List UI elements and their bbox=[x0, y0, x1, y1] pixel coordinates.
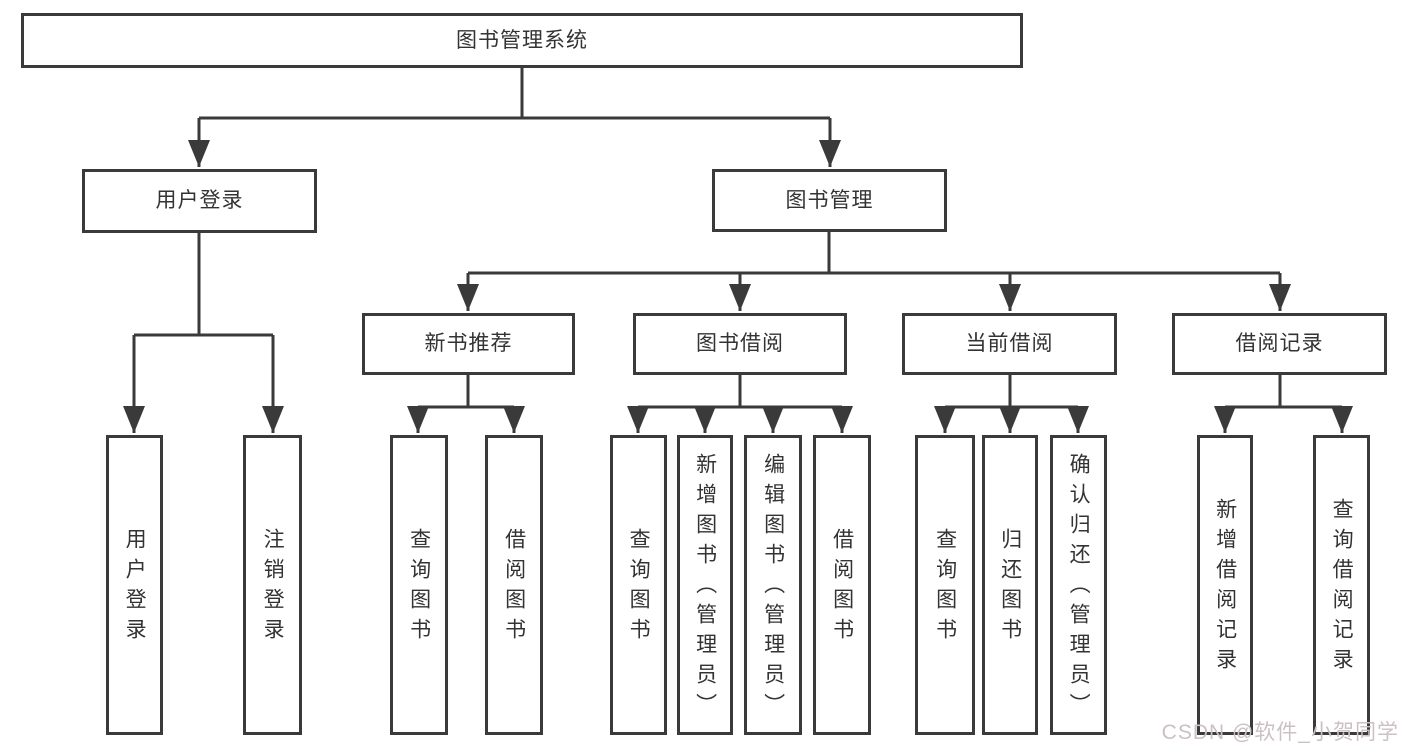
node-query-borrow-record: 查询借阅记录 bbox=[1313, 435, 1370, 735]
node-query-book-recommend: 查询图书 bbox=[390, 435, 448, 735]
node-borrow-book-recommend: 借阅图书 bbox=[485, 435, 543, 735]
csdn-watermark: CSDN @软件_小贺同学 bbox=[1161, 721, 1399, 744]
node-query-book-current: 查询图书 bbox=[915, 435, 975, 735]
node-current-borrow: 当前借阅 bbox=[902, 313, 1117, 375]
node-system-root: 图书管理系统 bbox=[21, 13, 1023, 68]
node-borrow-records: 借阅记录 bbox=[1172, 313, 1387, 375]
node-logout-leaf: 注销登录 bbox=[243, 435, 302, 735]
node-return-book: 归还图书 bbox=[982, 435, 1038, 735]
node-user-login: 用户登录 bbox=[82, 169, 317, 233]
node-add-book-admin: 新增图书（管理员） bbox=[677, 435, 733, 735]
node-book-management: 图书管理 bbox=[712, 169, 947, 232]
node-user-login-leaf: 用户登录 bbox=[106, 435, 163, 735]
node-book-borrow: 图书借阅 bbox=[633, 313, 847, 375]
node-edit-book-admin: 编辑图书（管理员） bbox=[744, 435, 802, 735]
node-add-borrow-record: 新增借阅记录 bbox=[1197, 435, 1253, 735]
node-borrow-book-leaf: 借阅图书 bbox=[813, 435, 871, 735]
node-new-book-recommend: 新书推荐 bbox=[362, 313, 575, 375]
node-query-book-borrow: 查询图书 bbox=[610, 435, 667, 735]
node-confirm-return-admin: 确认归还（管理员） bbox=[1050, 435, 1107, 735]
